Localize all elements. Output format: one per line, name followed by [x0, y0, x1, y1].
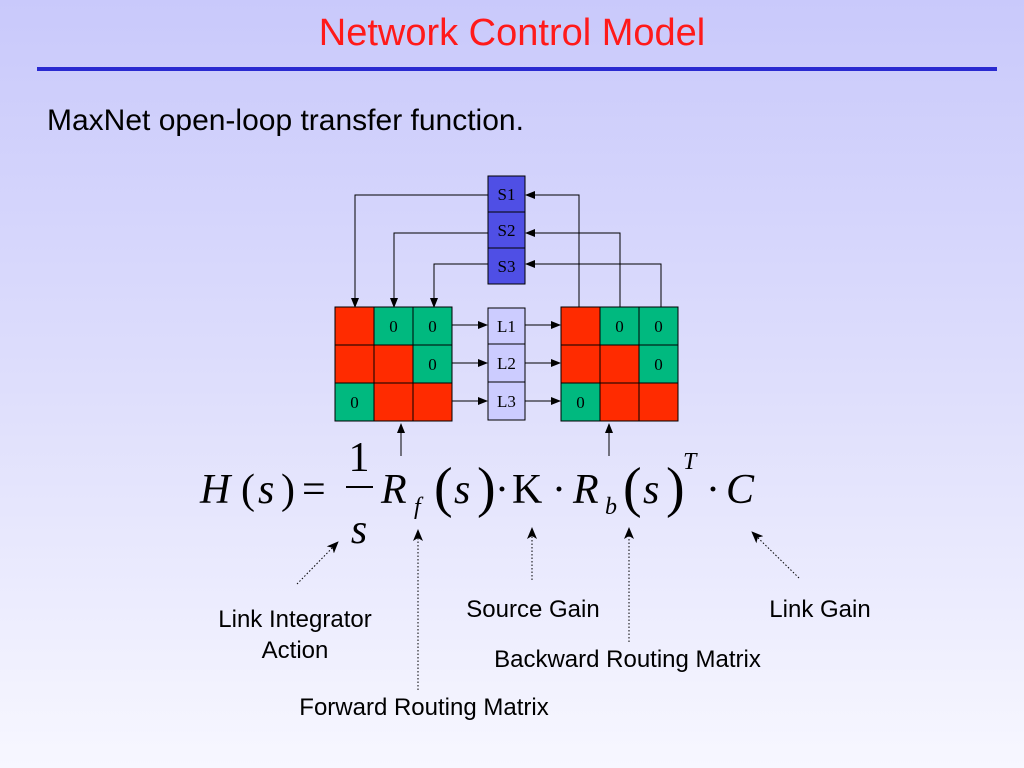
backward-zero: 0: [615, 317, 624, 336]
link-box-l1: [487, 307, 526, 345]
pointer-link-integrator: [296, 541, 339, 585]
forward-cell: [412, 382, 453, 422]
backward-cell: [560, 344, 601, 384]
backward-zero: 0: [576, 393, 585, 412]
formula-dot: ·: [552, 467, 566, 513]
formula-lparen-large: (: [434, 457, 453, 519]
forward-zero: 0: [428, 355, 437, 374]
formula-rparen-large: ): [666, 457, 685, 519]
link-label-l1: L1: [497, 317, 516, 336]
forward-cell: [334, 306, 375, 346]
formula-r: R: [380, 467, 407, 513]
backward-cell: [638, 382, 679, 422]
forward-zero: 0: [350, 393, 359, 412]
label-link-gain: Link Gain: [769, 596, 871, 623]
backward-cell: [599, 382, 640, 422]
formula-rparen-large: ): [477, 457, 496, 519]
backward-cell: [560, 382, 601, 422]
formula-one: 1: [349, 435, 370, 481]
formula-superscript-t: T: [683, 449, 698, 475]
label-source-gain: Source Gain: [466, 596, 600, 623]
backward-to-source-connectors: [525, 191, 662, 307]
backward-cell: [599, 344, 640, 384]
forward-to-link-arrows: [452, 321, 488, 405]
formula-s: s: [643, 467, 659, 513]
connector-s1-forward: [351, 194, 488, 308]
formula-c: C: [726, 467, 755, 513]
formula-k: K: [512, 467, 542, 513]
forward-zeros: 0 0 0 0: [350, 317, 437, 412]
link-label-l3: L3: [497, 392, 516, 411]
formula-equals: =: [302, 467, 326, 513]
forward-cell: [412, 306, 453, 346]
slide-title: Network Control Model: [318, 12, 706, 54]
formula-dot: ·: [495, 467, 509, 513]
source-stack: S1 S2 S3: [487, 175, 526, 285]
source-label-s2: S2: [498, 221, 516, 240]
link-label-l2: L2: [497, 354, 516, 373]
title-divider: [37, 67, 997, 71]
forward-cell: [373, 344, 414, 384]
backward-cell: [560, 306, 601, 346]
label-link-integrator-line1: Link Integrator: [218, 606, 372, 633]
label-forward-routing-matrix: Forward Routing Matrix: [299, 694, 549, 721]
connector-backward-s3: [525, 260, 662, 307]
backward-zero: 0: [654, 317, 663, 336]
formula-s: s: [454, 467, 470, 513]
connector-s2-forward: [390, 232, 488, 308]
label-link-integrator-action: Link Integrator Action: [195, 604, 395, 666]
source-label-s1: S1: [498, 185, 516, 204]
backward-cell: [638, 306, 679, 346]
pointer-link-gain: [751, 531, 800, 579]
connector-s3-forward: [430, 263, 488, 308]
formula-subscript-f: f: [414, 494, 424, 520]
formula-r: R: [572, 467, 599, 513]
forward-routing-matrix: [334, 306, 453, 422]
forward-cell: [334, 344, 375, 384]
forward-cell: [373, 382, 414, 422]
transfer-function-formula: H ( s ) = 1 s R f ( s ) · K · R b ( s ) …: [199, 435, 755, 553]
link-to-backward-arrows: [525, 321, 561, 405]
label-link-integrator-line2: Action: [261, 637, 329, 664]
label-pointers: [296, 527, 800, 690]
formula-rparen: ): [281, 467, 295, 513]
forward-cell: [334, 382, 375, 422]
link-stack: L1 L2 L3: [487, 307, 526, 421]
backward-routing-matrix: [560, 306, 679, 422]
slide-subtitle: MaxNet open-loop transfer function.: [47, 104, 524, 137]
formula-lparen: (: [241, 467, 255, 513]
backward-zero: 0: [654, 355, 663, 374]
connector-backward-s1: [525, 191, 580, 307]
formula-lparen-large: (: [623, 457, 642, 519]
source-to-forward-connectors: [351, 194, 488, 308]
formula-s: s: [258, 467, 274, 513]
link-box-l2: [487, 343, 526, 383]
source-label-s3: S3: [498, 257, 516, 276]
connector-backward-s2: [525, 229, 621, 307]
forward-zero: 0: [428, 317, 437, 336]
formula-s-denominator: s: [351, 507, 367, 553]
forward-zero: 0: [389, 317, 398, 336]
link-box-l3: [487, 381, 526, 421]
backward-cell: [638, 344, 679, 384]
backward-zeros: 0 0 0 0: [576, 317, 663, 412]
formula-dot: ·: [706, 467, 720, 513]
label-backward-routing-matrix: Backward Routing Matrix: [494, 646, 761, 673]
source-box-s1: [487, 175, 526, 213]
formula-h: H: [199, 467, 233, 513]
formula-subscript-b: b: [605, 494, 617, 520]
